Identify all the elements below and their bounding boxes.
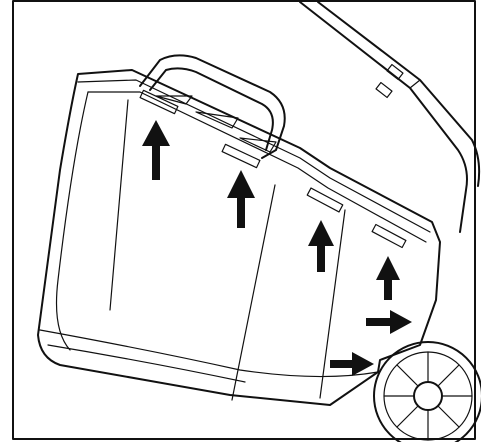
wheel-tyre: [373, 341, 481, 442]
rear-wheel: [373, 341, 481, 442]
up-arrow-1: [142, 120, 170, 180]
rim-slot-2: [221, 143, 261, 169]
rim-slot-3: [306, 187, 344, 213]
right-arrow-2: [330, 352, 374, 376]
up-arrow-3: [308, 220, 334, 272]
rim-slot-4: [371, 223, 407, 249]
grass-collector-box: [37, 69, 441, 406]
rim-slot-1: [139, 89, 179, 115]
right-arrow-1: [366, 310, 412, 334]
carry-handle: [139, 54, 286, 159]
up-arrow-4: [376, 256, 400, 300]
mower-handle: [299, 1, 481, 233]
handle-clip-lower: [375, 81, 393, 99]
handle-clip-upper: [386, 63, 404, 81]
figure-border: [12, 0, 476, 440]
up-arrow-2: [227, 170, 255, 228]
